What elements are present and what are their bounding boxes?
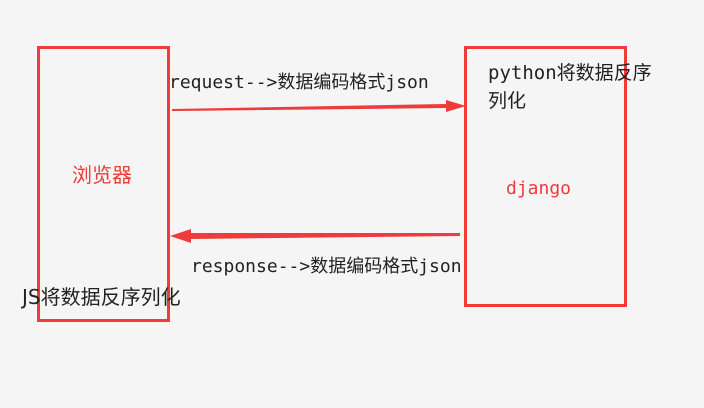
request-label: request-->数据编码格式json bbox=[169, 72, 429, 93]
browser-label: 浏览器 bbox=[72, 163, 132, 187]
python-deserialize-label-line1: python将数据反序 bbox=[488, 62, 652, 84]
js-deserialize-label: JS将数据反序列化 bbox=[22, 285, 181, 309]
django-box bbox=[464, 46, 627, 307]
django-label: django bbox=[506, 178, 572, 199]
browser-box bbox=[37, 46, 170, 322]
python-deserialize-label-line2: 列化 bbox=[488, 90, 527, 112]
response-arrow bbox=[170, 229, 460, 243]
request-arrow bbox=[172, 100, 466, 112]
response-label: response-->数据编码格式json bbox=[191, 256, 462, 277]
